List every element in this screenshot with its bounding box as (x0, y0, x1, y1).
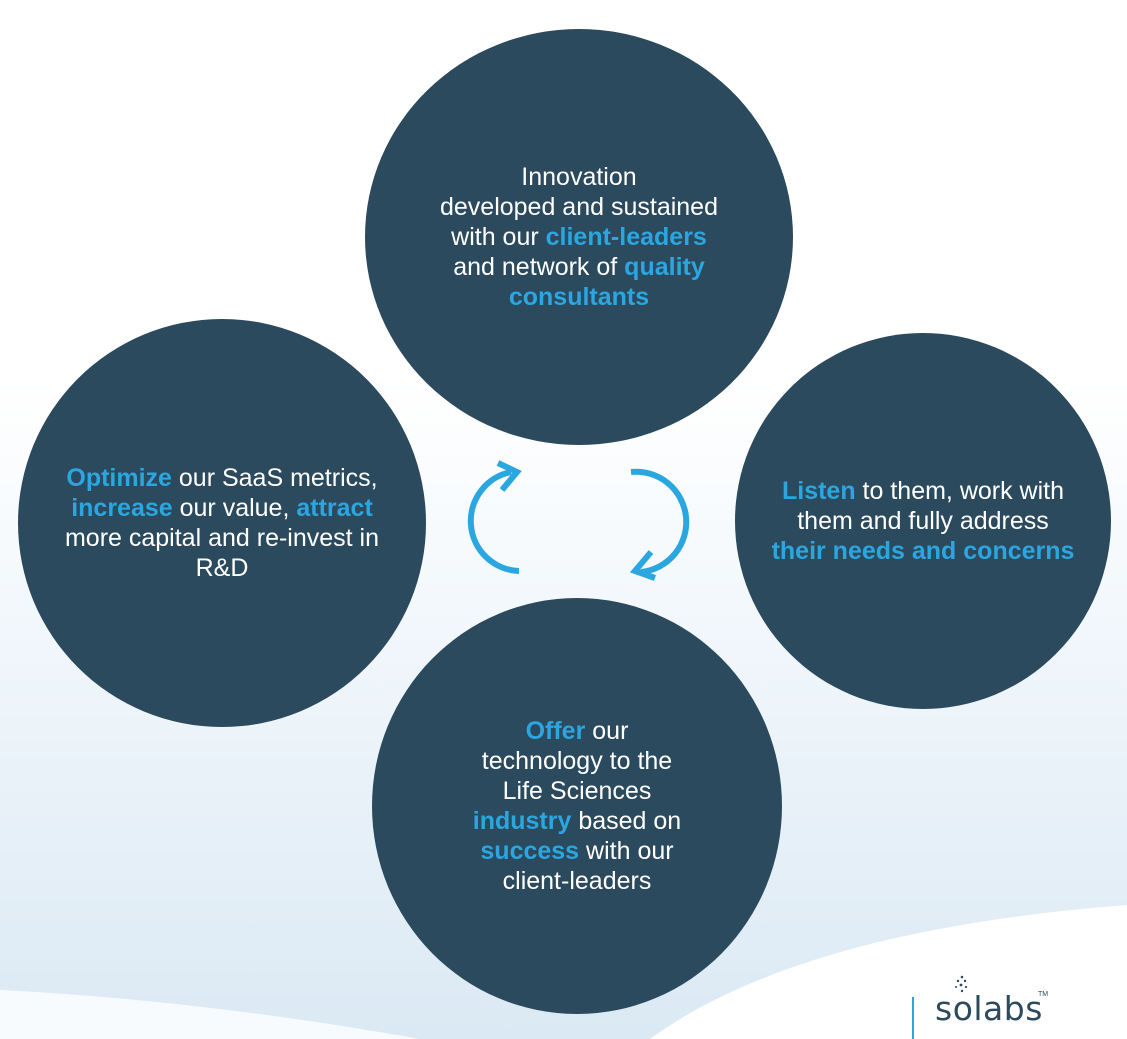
text-line: consultants (440, 282, 718, 312)
highlight-text: increase (71, 494, 173, 522)
plain-text: our SaaS metrics, (171, 464, 378, 492)
plain-text: them and fully address (797, 507, 1049, 535)
logo-dots-icon (955, 975, 968, 993)
highlight-text: Listen (781, 477, 856, 505)
text-line: success with our (473, 836, 681, 866)
text-line: Innovation (440, 162, 718, 192)
text-line: industry based on (473, 806, 681, 836)
logo-trademark: TM (1038, 991, 1049, 998)
text-line: developed and sustained (440, 192, 718, 222)
cycle-step-optimize: Optimize our SaaS metrics,increase our v… (18, 319, 426, 727)
highlight-text: quality (624, 253, 705, 281)
plain-text: and network of (453, 253, 625, 281)
plain-text: developed and sustained (439, 193, 718, 221)
plain-text: to them, work with (855, 477, 1065, 505)
highlight-text: industry (472, 807, 572, 835)
text-line: Optimize our SaaS metrics, (65, 463, 379, 493)
cycle-arrows-icon (467, 460, 690, 581)
plain-text: with our (579, 837, 674, 865)
text-line: increase our value, attract (65, 493, 379, 523)
highlight-text: their needs and concerns (771, 537, 1075, 565)
text-line: Life Sciences (473, 776, 681, 806)
plain-text: R&D (195, 554, 249, 582)
step-text: Optimize our SaaS metrics,increase our v… (65, 463, 379, 583)
plain-text: with our (451, 223, 546, 251)
plain-text: our (585, 717, 629, 745)
plain-text: client-leaders (502, 867, 652, 895)
highlight-text: client-leaders (545, 223, 707, 251)
text-line: their needs and concerns (772, 536, 1075, 566)
plain-text: based on (571, 807, 682, 835)
plain-text: more capital and re-invest in (64, 524, 380, 552)
text-line: Offer our (473, 716, 681, 746)
text-line: them and fully address (772, 506, 1075, 536)
plain-text: Life Sciences (502, 777, 652, 805)
text-line: with our client-leaders (440, 222, 718, 252)
highlight-text: Optimize (66, 464, 172, 492)
plain-text: our value, (172, 494, 297, 522)
plain-text: Innovation (521, 163, 637, 191)
solabs-logo: solabs TM (905, 975, 1065, 1039)
text-line: client-leaders (473, 866, 681, 896)
text-line: more capital and re-invest in (65, 523, 379, 553)
highlight-text: Offer (525, 717, 586, 745)
text-line: technology to the (473, 746, 681, 776)
logo-wordmark: solabs (935, 989, 1043, 1028)
highlight-text: attract (296, 494, 373, 522)
logo-divider (912, 997, 914, 1039)
highlight-text: consultants (508, 283, 650, 311)
text-line: and network of quality (440, 252, 718, 282)
text-line: R&D (65, 553, 379, 583)
plain-text: technology to the (481, 747, 673, 775)
highlight-text: success (480, 837, 580, 865)
text-line: Listen to them, work with (772, 476, 1075, 506)
